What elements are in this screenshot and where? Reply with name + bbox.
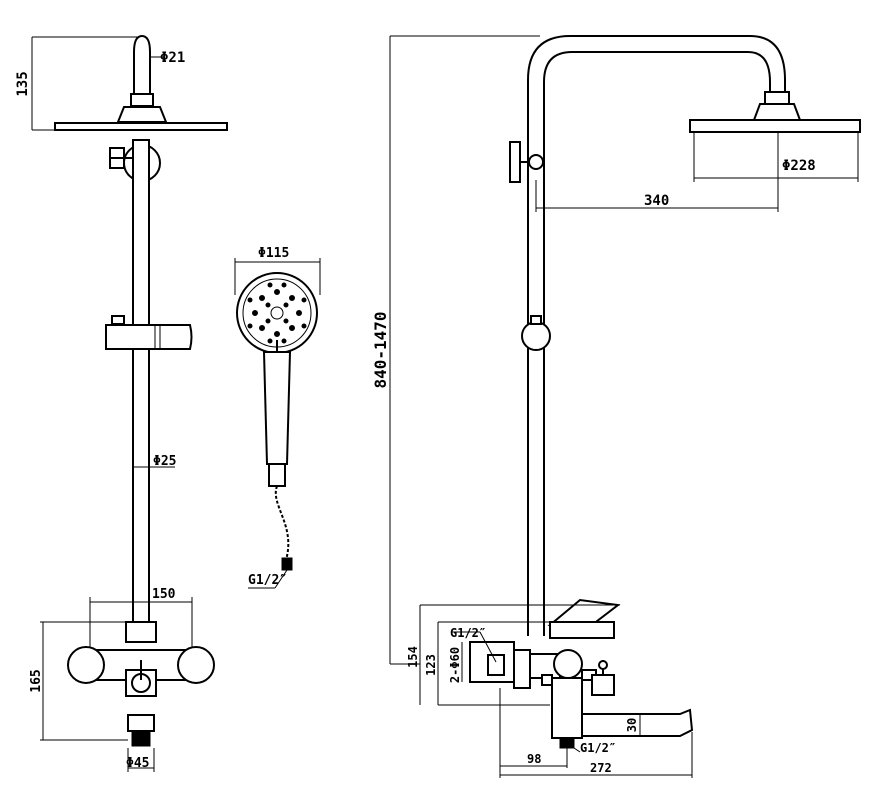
dim-valve-spacing: 150 (152, 587, 176, 602)
label-inlet-thread: G1/2″ (450, 626, 486, 640)
dim-head-diameter: Φ228 (782, 158, 816, 174)
dim-arm-reach: 340 (644, 193, 669, 209)
dim-arm-diameter: Φ21 (160, 50, 185, 66)
hand-shower: Φ115 G1/2″ (234, 246, 321, 589)
dim-valve-height: 165 (29, 669, 44, 692)
label-bottom-thread: G1/2″ (580, 741, 616, 755)
dim-handshower-diameter: Φ115 (258, 246, 289, 261)
dim-side-height-a: 154 (406, 646, 420, 668)
dim-total-height: 840-1470 (371, 311, 390, 388)
dim-base-depth: 98 (527, 752, 541, 766)
front-view: 135 Φ21 Φ25 150 (15, 34, 228, 772)
dim-spout-height: 30 (625, 718, 639, 732)
side-view: 840-1470 Φ228 340 154 123 (371, 35, 861, 778)
dim-spout-reach: 272 (590, 761, 612, 775)
dim-inlet-diameter: 2-Φ60 (448, 647, 462, 683)
dim-outlet-diameter: Φ45 (126, 756, 149, 771)
dim-riser-diameter: Φ25 (153, 454, 176, 469)
label-hose-thread: G1/2″ (248, 573, 287, 588)
nozzle-pattern (247, 282, 307, 344)
dim-head-height: 135 (15, 71, 31, 96)
dim-side-height-b: 123 (424, 654, 438, 676)
